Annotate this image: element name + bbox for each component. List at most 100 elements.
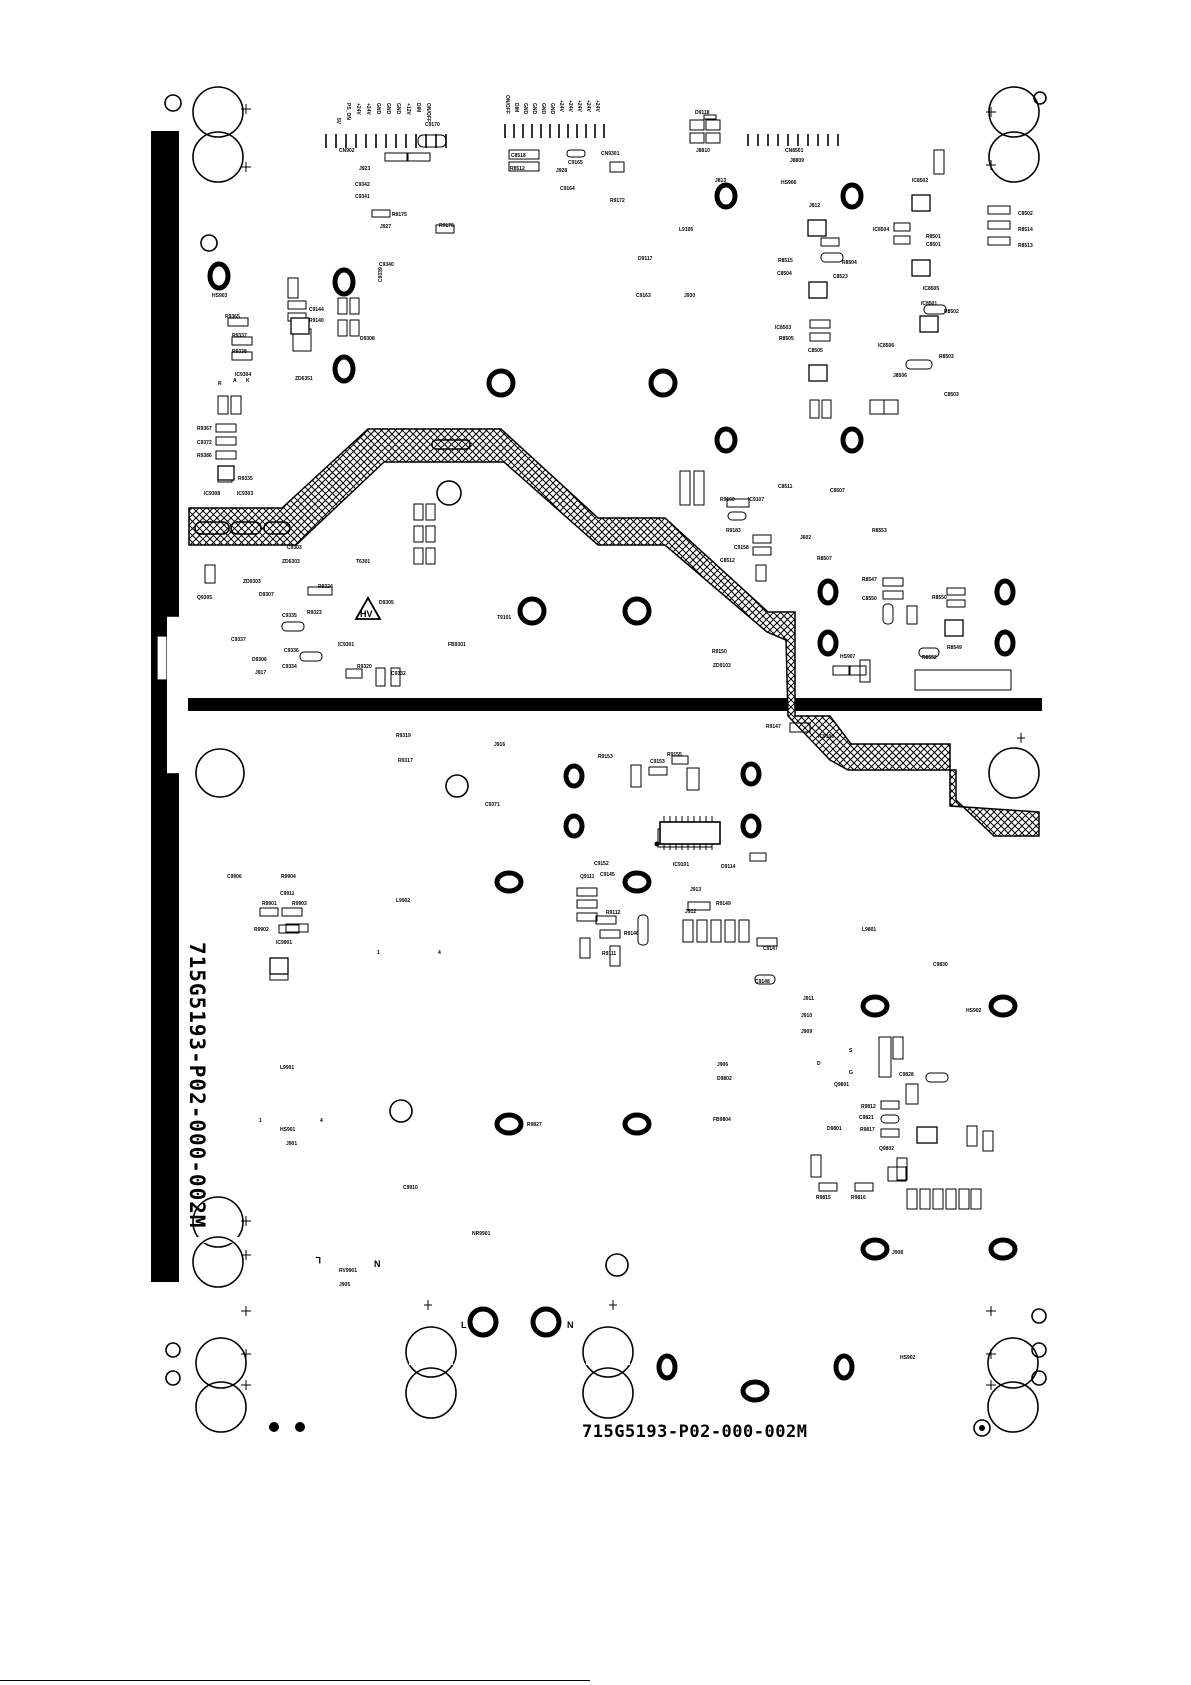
svg-text:J813: J813: [715, 178, 726, 184]
svg-text:L: L: [315, 1255, 321, 1265]
svg-text:4: 4: [320, 1118, 323, 1124]
svg-text:D9114: D9114: [721, 864, 736, 870]
svg-text:IC9901: IC9901: [276, 940, 292, 946]
svg-text:CN9301: CN9301: [601, 151, 620, 157]
svg-text:C9164: C9164: [560, 186, 575, 192]
svg-text:J923: J923: [359, 166, 370, 172]
svg-text:HS903: HS903: [212, 293, 228, 299]
svg-text:DIM: DIM: [415, 103, 421, 112]
svg-text:C9341: C9341: [355, 194, 370, 200]
svg-text:C9337: C9337: [231, 637, 246, 643]
svg-text:DIM: DIM: [513, 103, 519, 112]
svg-text:L9801: L9801: [862, 927, 876, 933]
svg-text:Q9801: Q9801: [834, 1082, 849, 1088]
svg-text:+24V: +24V: [576, 100, 582, 112]
svg-text:R8549: R8549: [947, 645, 962, 651]
svg-text:R9827: R9827: [527, 1122, 542, 1128]
svg-text:+24V: +24V: [585, 100, 591, 112]
svg-text:HS902: HS902: [966, 1008, 982, 1014]
svg-text:IC9304: IC9304: [235, 372, 251, 378]
ac-line-marks: L N L N: [315, 1255, 574, 1330]
svg-text:J930: J930: [684, 293, 695, 299]
svg-text:ON/OFF: ON/OFF: [425, 103, 431, 122]
board-divider: [188, 698, 1042, 711]
svg-text:R9904: R9904: [281, 874, 296, 880]
svg-text:R8515: R8515: [778, 258, 793, 264]
svg-text:R9150: R9150: [712, 649, 727, 655]
svg-text:IC9303: IC9303: [237, 491, 253, 497]
svg-text:J916: J916: [494, 742, 505, 748]
svg-text:L: L: [461, 1320, 467, 1330]
svg-text:R9112: R9112: [606, 910, 621, 916]
svg-text:C8502: C8502: [1018, 211, 1033, 217]
svg-text:R9324: R9324: [318, 584, 333, 590]
svg-text:L9902: L9902: [396, 898, 410, 904]
svg-text:C9371: C9371: [485, 802, 500, 808]
svg-text:C8511: C8511: [778, 484, 793, 490]
svg-text:R8514: R8514: [1018, 227, 1033, 233]
svg-text:C9148: C9148: [755, 979, 770, 985]
component-outlines: [204, 114, 1012, 1210]
svg-text:R8502: R8502: [944, 309, 959, 315]
svg-text:R9111: R9111: [602, 951, 616, 957]
svg-text:IC8505: IC8505: [923, 286, 939, 292]
svg-text:J8810: J8810: [696, 148, 710, 154]
svg-text:J908: J908: [892, 1250, 903, 1256]
svg-text:C9906: C9906: [227, 874, 242, 880]
svg-text:IC9107: IC9107: [748, 497, 764, 503]
svg-text:C9828: C9828: [899, 1072, 914, 1078]
part-number: 715G5193-P02-000-002M: [582, 1422, 807, 1442]
ic-packages: [217, 194, 964, 1144]
svg-text:IC9301: IC9301: [338, 642, 354, 648]
svg-text:C8523: C8523: [833, 274, 848, 280]
svg-text:C8550: C8550: [862, 596, 877, 602]
svg-text:GND: GND: [385, 103, 391, 115]
svg-text:J909: J909: [801, 1029, 812, 1035]
svg-text:D9118: D9118: [695, 110, 710, 116]
svg-text:PS_ON: PS_ON: [345, 103, 351, 120]
svg-text:J812: J812: [809, 203, 820, 209]
svg-text:R9365: R9365: [225, 314, 240, 320]
svg-text:C9372: C9372: [197, 440, 212, 446]
svg-text:C8505: C8505: [808, 348, 823, 354]
svg-text:C9336: C9336: [284, 648, 299, 654]
svg-text:IC9101: IC9101: [673, 862, 689, 868]
svg-text:C9911: C9911: [280, 891, 295, 897]
svg-text:D9307: D9307: [259, 592, 274, 598]
svg-text:GND: GND: [395, 103, 401, 115]
svg-text:D9117: D9117: [638, 256, 653, 262]
svg-text:C9165: C9165: [568, 160, 583, 166]
screw-marks: [241, 104, 1025, 1390]
svg-text:R9155: R9155: [667, 752, 682, 758]
svg-text:C8501: C8501: [926, 242, 941, 248]
svg-text:C9144: C9144: [309, 307, 324, 313]
svg-text:ZD6351: ZD6351: [295, 376, 313, 382]
svg-text:4: 4: [438, 950, 441, 956]
svg-text:D9801: D9801: [827, 1126, 842, 1132]
svg-text:HV: HV: [360, 609, 373, 619]
svg-text:GND: GND: [375, 103, 381, 115]
svg-text:J8809: J8809: [790, 158, 804, 164]
footnote-rule: [0, 1680, 590, 1681]
svg-text:C9145: C9145: [600, 872, 615, 878]
svg-text:C8504: C8504: [777, 271, 792, 277]
svg-text:GND: GND: [549, 103, 555, 115]
svg-text:J8506: J8506: [893, 373, 907, 379]
connector-names: CN902 CN9301 CN8501: [339, 148, 804, 157]
svg-text:N: N: [567, 1320, 574, 1330]
svg-text:C9170: C9170: [425, 122, 440, 128]
connector-cn902: [325, 124, 839, 148]
mounting-holes: [164, 86, 1047, 1437]
svg-text:C9339: C9339: [378, 267, 384, 282]
board-edge-left: [151, 131, 179, 1282]
svg-text:J928: J928: [556, 168, 567, 174]
svg-text:R8552: R8552: [922, 655, 937, 661]
svg-text:IC9308: IC9308: [204, 491, 220, 497]
svg-text:R8503: R8503: [939, 354, 954, 360]
fiducial-dots: [162, 306, 305, 1432]
svg-text:J917: J917: [255, 670, 266, 676]
svg-text:1: 1: [377, 950, 380, 956]
svg-text:Q9802: Q9802: [879, 1146, 894, 1152]
svg-text:5V: 5V: [335, 118, 341, 125]
svg-text:HS906: HS906: [781, 180, 797, 186]
